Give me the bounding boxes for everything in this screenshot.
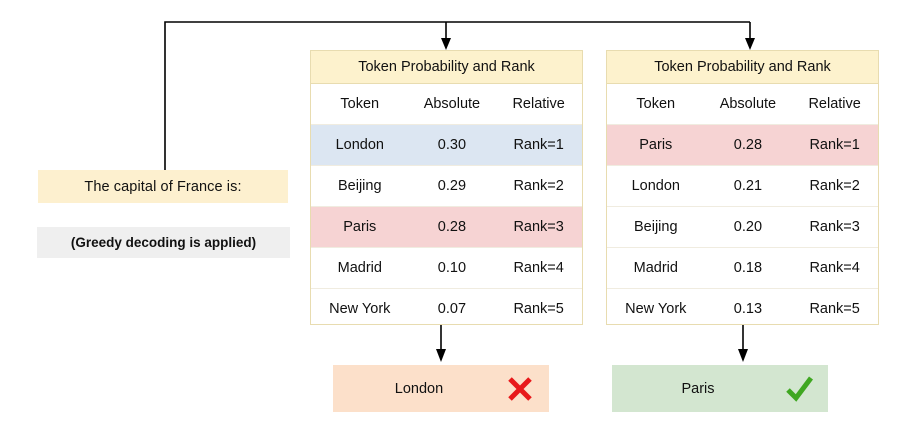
cell-absolute: 0.18 [704,247,792,289]
cross-icon [508,376,532,401]
arrowhead-right-outcome [738,349,748,362]
cell-absolute: 0.07 [437,301,467,317]
cell-absolute: 0.13 [733,301,763,317]
outcome-label-left: London [394,380,444,397]
token-table-right: Token Probability and Rank Token Absolut… [606,50,879,325]
table-row: New York 0.13 Rank=5 [607,289,878,330]
table-row: Paris 0.28 Rank=1 [607,124,878,166]
table-row: London 0.30 Rank=1 [311,124,582,166]
cell-relative: Rank=1 [495,124,582,166]
table-header-row: Token Absolute Relative [607,84,878,125]
cell-absolute: 0.21 [704,165,792,207]
cell-token: Madrid [607,247,705,289]
table-row: Madrid 0.10 Rank=4 [311,247,582,289]
column-header-token: Token [607,84,705,125]
cell-token: Paris [311,206,409,248]
table-header-row: Token Absolute Relative [311,84,582,125]
cell-relative: Rank=2 [791,165,878,207]
decoding-note-box: (Greedy decoding is applied) [37,227,290,258]
outcome-box-left: London [333,365,549,412]
token-table-left: Token Probability and Rank Token Absolut… [310,50,583,325]
cell-relative: Rank=3 [791,206,878,248]
cell-absolute: 0.10 [408,247,496,289]
table-row: Paris 0.28 Rank=3 [311,206,582,248]
outcome-label-right: Paris [681,380,715,397]
column-header-absolute: Absolute [408,84,496,125]
column-header-token: Token [311,84,409,125]
token-table-right-title: Token Probability and Rank [607,51,878,84]
cell-token: New York [329,301,391,317]
cell-token: Madrid [311,247,409,289]
table-row: New York 0.07 Rank=5 [311,289,582,330]
cell-token: Beijing [607,206,705,248]
cell-token: London [311,124,409,166]
cell-absolute: 0.30 [408,124,496,166]
cell-relative: Rank=5 [809,301,860,317]
cell-relative: Rank=5 [513,301,564,317]
prompt-box: The capital of France is: [38,170,288,203]
cell-relative: Rank=1 [791,124,878,166]
cell-relative: Rank=3 [495,206,582,248]
table-row: Madrid 0.18 Rank=4 [607,247,878,289]
arrowhead-right-table [745,38,755,50]
cell-absolute: 0.29 [408,165,496,207]
column-header-absolute: Absolute [704,84,792,125]
outcome-box-right: Paris [612,365,828,412]
token-table-left-title: Token Probability and Rank [311,51,582,84]
cell-relative: Rank=2 [495,165,582,207]
decoding-note-text: (Greedy decoding is applied) [70,235,257,250]
check-icon [786,376,813,402]
column-header-relative: Relative [495,84,582,125]
column-header-relative: Relative [791,84,878,125]
table-row: London 0.21 Rank=2 [607,165,878,207]
cell-token: Beijing [311,165,409,207]
prompt-text: The capital of France is: [84,178,242,195]
table-row: Beijing 0.20 Rank=3 [607,206,878,248]
cell-absolute: 0.20 [704,206,792,248]
token-table-right-grid: Token Absolute Relative Paris 0.28 Rank=… [607,84,878,329]
arrowhead-left-outcome [436,349,446,362]
cell-relative: Rank=4 [791,247,878,289]
cell-absolute: 0.28 [408,206,496,248]
cell-absolute: 0.28 [704,124,792,166]
table-row: Beijing 0.29 Rank=2 [311,165,582,207]
token-table-left-grid: Token Absolute Relative London 0.30 Rank… [311,84,582,329]
cell-token: London [607,165,705,207]
cell-token: Paris [607,124,705,166]
cell-relative: Rank=4 [495,247,582,289]
cell-token: New York [625,301,687,317]
arrowhead-left-table [441,38,451,50]
